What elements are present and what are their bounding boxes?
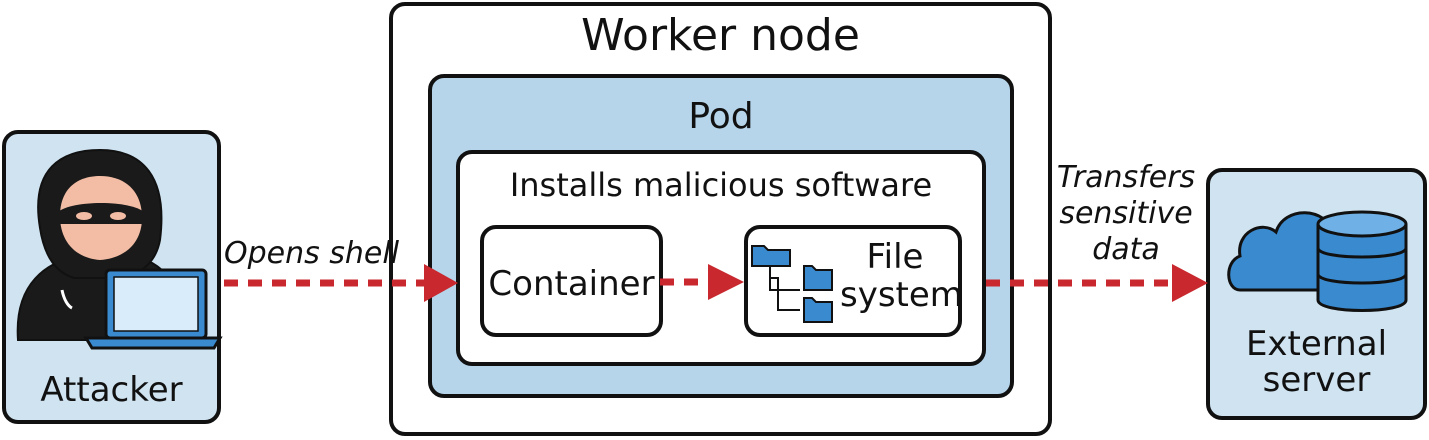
container-label: Container xyxy=(488,264,655,304)
attacker-label: Attacker xyxy=(40,370,183,410)
file-system-label: File system xyxy=(840,237,963,315)
transfer-data-arrow xyxy=(986,264,1208,302)
laptop-icon xyxy=(83,268,223,350)
transfers-line2: sensitive xyxy=(1059,196,1193,231)
external-server-line2: server xyxy=(1262,360,1371,400)
pod-title: Pod xyxy=(688,96,754,137)
external-server-line1: External xyxy=(1245,324,1388,364)
container-box xyxy=(480,225,663,337)
cloud-database-icon xyxy=(1227,210,1408,312)
malicious-software-label: Installs malicious software xyxy=(509,166,933,204)
external-server-label: External server xyxy=(1206,326,1427,398)
folder-tree-icon xyxy=(751,245,833,323)
file-system-box xyxy=(744,225,962,337)
transfers-line3: data xyxy=(1092,232,1160,267)
opens-shell-label: Opens shell xyxy=(224,236,400,271)
transfers-line1: Transfers xyxy=(1056,160,1196,195)
opens-shell-arrow xyxy=(224,264,458,302)
transfers-data-label: Transfers sensitive data xyxy=(1056,160,1196,268)
file-system-line2: system xyxy=(840,275,963,315)
container-to-filesystem-arrow xyxy=(660,264,744,300)
worker-node-title: Worker node xyxy=(581,10,860,61)
file-system-line1: File xyxy=(866,237,924,277)
